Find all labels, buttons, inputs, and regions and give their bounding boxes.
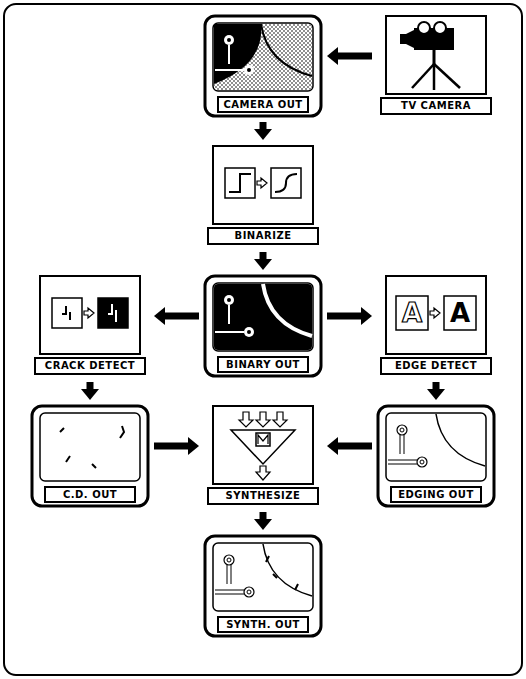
camera-out-picture bbox=[205, 16, 321, 116]
crack-detect-box: CRACK DETECT bbox=[30, 274, 150, 378]
box-label: C.D. OUT bbox=[44, 486, 136, 503]
binary-out-picture bbox=[205, 276, 321, 376]
edging-out-picture bbox=[378, 406, 494, 506]
cd-out-monitor: C.D. OUT bbox=[30, 404, 150, 508]
arrow-head bbox=[361, 307, 372, 325]
tv-camera-box: TV CAMERA bbox=[376, 14, 496, 118]
arrow-head bbox=[254, 129, 272, 140]
arrow-head bbox=[188, 437, 199, 455]
icon-letter: A bbox=[396, 298, 428, 328]
arrow-shaft bbox=[337, 443, 372, 450]
binarize-box: BINARIZE bbox=[203, 144, 323, 248]
arrow-shaft bbox=[87, 382, 94, 390]
flow-arrow bbox=[154, 307, 199, 325]
arrow-shaft bbox=[260, 252, 267, 260]
flow-arrow bbox=[254, 512, 272, 530]
arrow-shaft bbox=[164, 313, 199, 320]
synthesize-box: SYNTHESIZE bbox=[203, 404, 323, 508]
arrow-head bbox=[81, 389, 99, 400]
arrow-shaft bbox=[260, 512, 267, 520]
edging-out-monitor: EDGING OUT bbox=[376, 404, 496, 508]
box-label: CAMERA OUT bbox=[217, 96, 309, 113]
flow-arrow bbox=[81, 382, 99, 400]
box-label: EDGING OUT bbox=[390, 486, 482, 503]
binary-out-monitor: BINARY OUT bbox=[203, 274, 323, 378]
arrow-shaft bbox=[154, 443, 189, 450]
box-label: BINARY OUT bbox=[217, 356, 309, 373]
box-label: EDGE DETECT bbox=[380, 357, 492, 375]
arrow-head bbox=[154, 307, 165, 325]
arrow-head bbox=[254, 259, 272, 270]
edge-detect-picture bbox=[386, 276, 486, 354]
cd-out-picture bbox=[32, 406, 148, 506]
synth-out-monitor: SYNTH. OUT bbox=[203, 534, 323, 638]
box-label: SYNTH. OUT bbox=[217, 616, 309, 633]
icon-letter: A bbox=[444, 298, 476, 328]
tv-camera-picture bbox=[386, 16, 486, 94]
flow-arrow bbox=[254, 122, 272, 140]
box-label: TV CAMERA bbox=[380, 97, 492, 115]
flow-arrow bbox=[427, 382, 445, 400]
arrow-head bbox=[427, 389, 445, 400]
arrow-head bbox=[254, 519, 272, 530]
flow-arrow bbox=[254, 252, 272, 270]
binarize-picture bbox=[213, 146, 313, 224]
arrow-head bbox=[327, 437, 338, 455]
edge-detect-box: EDGE DETECT bbox=[376, 274, 496, 378]
arrow-shaft bbox=[433, 382, 440, 390]
arrow-shaft bbox=[260, 122, 267, 130]
box-label: SYNTHESIZE bbox=[207, 487, 319, 505]
arrow-shaft bbox=[327, 313, 362, 320]
synthesize-picture bbox=[213, 406, 313, 484]
outer-border bbox=[4, 4, 522, 675]
flow-arrow bbox=[327, 437, 372, 455]
box-label: BINARIZE bbox=[207, 227, 319, 245]
crack-detect-picture bbox=[40, 276, 140, 354]
camera-out-monitor: CAMERA OUT bbox=[203, 14, 323, 118]
box-label: CRACK DETECT bbox=[34, 357, 146, 375]
flow-arrow bbox=[327, 307, 372, 325]
flow-arrow bbox=[327, 47, 372, 65]
arrow-shaft bbox=[337, 53, 372, 60]
flow-arrow bbox=[154, 437, 199, 455]
synth-out-picture bbox=[205, 536, 321, 636]
arrow-head bbox=[327, 47, 338, 65]
